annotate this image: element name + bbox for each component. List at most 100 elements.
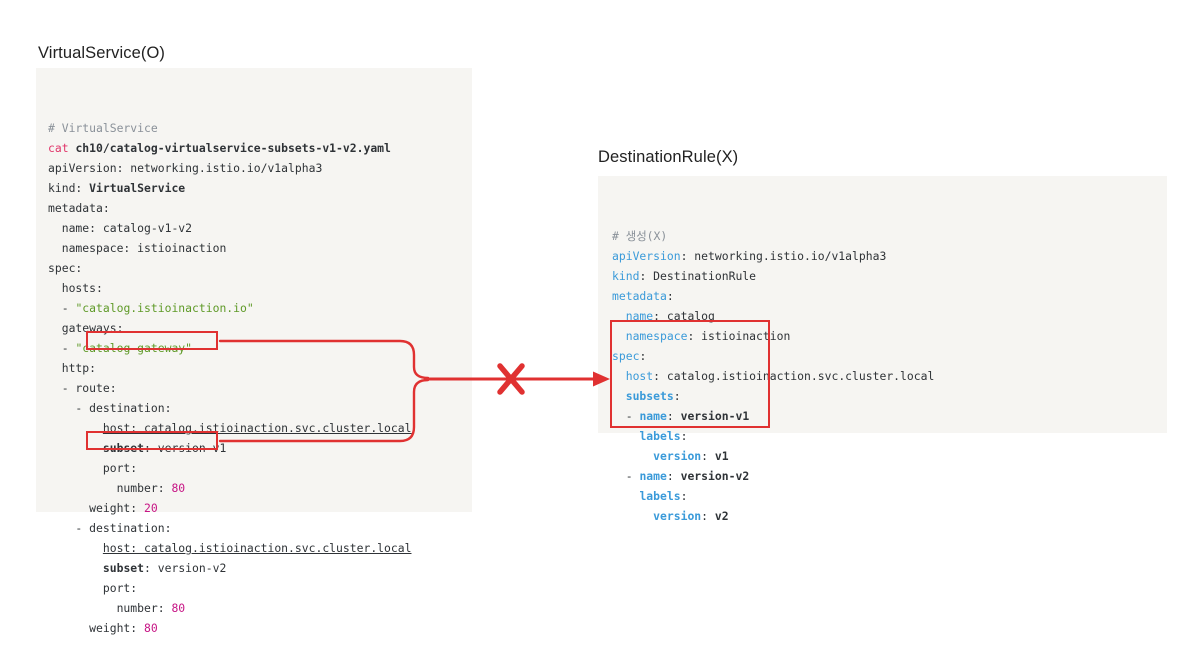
code-token: weight: xyxy=(48,501,145,515)
code-token: apiVersion: networking.istio.io/v1alpha3 xyxy=(48,161,323,175)
code-line: weight: 80 xyxy=(48,618,460,638)
code-token: kind: xyxy=(48,181,90,195)
code-line: port: xyxy=(48,458,460,478)
code-token: name: catalog-v1-v2 xyxy=(48,221,193,235)
code-token: cat xyxy=(48,141,76,155)
code-token xyxy=(612,489,639,503)
code-token: 80 xyxy=(171,601,186,615)
code-line: # 생성(X) xyxy=(612,226,1153,246)
code-token: - xyxy=(612,409,640,423)
code-token: spec xyxy=(612,349,640,363)
code-token: : DestinationRule xyxy=(639,269,757,283)
code-token: # 생성(X) xyxy=(612,229,668,243)
destinationrule-code-block: # 생성(X) apiVersion: networking.istio.io/v… xyxy=(598,176,1167,523)
code-token: 80 xyxy=(171,481,186,495)
code-line: spec: xyxy=(48,258,460,278)
code-line: - "catalog-gateway" xyxy=(48,338,460,358)
code-line: - destination: xyxy=(48,398,460,418)
code-token: "catalog-gateway" xyxy=(75,341,193,355)
code-token: version-v1 xyxy=(680,409,750,423)
code-token xyxy=(612,429,639,443)
code-line: subset: version-v2 xyxy=(48,558,460,578)
cross-mark-icon xyxy=(497,363,525,395)
code-token: metadata: xyxy=(48,201,110,215)
code-token: : xyxy=(666,289,674,303)
code-line: weight: 20 xyxy=(48,498,460,518)
code-token: - xyxy=(612,469,640,483)
code-token xyxy=(48,561,103,575)
code-token: : xyxy=(639,349,647,363)
code-token: subset xyxy=(102,561,145,575)
code-token: host: catalog.istioinaction.svc.cluster.… xyxy=(102,421,412,435)
code-token: name xyxy=(639,469,667,483)
code-line: subset: version-v1 xyxy=(48,438,460,458)
code-line: subsets: xyxy=(612,386,1153,406)
code-token: subsets xyxy=(625,389,674,403)
code-line: host: catalog.istioinaction.svc.cluster.… xyxy=(612,366,1153,386)
code-token: : networking.istio.io/v1alpha3 xyxy=(680,249,887,263)
code-line: version: v2 xyxy=(612,506,1153,526)
code-token xyxy=(612,449,653,463)
code-token: metadata xyxy=(612,289,667,303)
code-line: - route: xyxy=(48,378,460,398)
code-line: kind: DestinationRule xyxy=(612,266,1153,286)
code-token: : xyxy=(680,489,688,503)
code-token: : catalog.istioinaction.svc.cluster.loca… xyxy=(653,369,935,383)
code-token: : istioinaction xyxy=(687,329,791,343)
code-line: apiVersion: networking.istio.io/v1alpha3 xyxy=(48,158,460,178)
code-line: spec: xyxy=(612,346,1153,366)
code-line: host: catalog.istioinaction.svc.cluster.… xyxy=(48,418,460,438)
code-token: port: xyxy=(48,461,138,475)
code-token: version xyxy=(653,509,702,523)
code-token: : xyxy=(680,429,688,443)
code-line: namespace: istioinaction xyxy=(612,326,1153,346)
code-line: kind: VirtualService xyxy=(48,178,460,198)
code-token: - destination: xyxy=(48,521,172,535)
code-token: apiVersion xyxy=(612,249,681,263)
code-token: : catalog xyxy=(653,309,715,323)
code-line: # VirtualService xyxy=(48,118,460,138)
code-line: - name: version-v2 xyxy=(612,466,1153,486)
code-token: subset xyxy=(102,441,145,455)
code-token xyxy=(612,309,626,323)
code-token: : xyxy=(701,449,715,463)
code-line: version: v1 xyxy=(612,446,1153,466)
code-line: gateways: xyxy=(48,318,460,338)
code-token xyxy=(48,421,103,435)
code-line: number: 80 xyxy=(48,478,460,498)
code-line: number: 80 xyxy=(48,598,460,618)
code-token: port: xyxy=(48,581,138,595)
code-token: labels xyxy=(639,489,681,503)
code-token: spec: xyxy=(48,261,83,275)
code-token xyxy=(48,441,103,455)
code-line: - destination: xyxy=(48,518,460,538)
code-line: metadata: xyxy=(48,198,460,218)
destinationrule-code-lines: # 생성(X) apiVersion: networking.istio.io/v… xyxy=(612,226,1153,526)
code-token: hosts: xyxy=(48,281,103,295)
code-token: : xyxy=(673,389,681,403)
code-line: name: catalog-v1-v2 xyxy=(48,218,460,238)
code-token: 80 xyxy=(144,621,158,635)
code-line: apiVersion: networking.istio.io/v1alpha3 xyxy=(612,246,1153,266)
code-token: kind xyxy=(612,269,640,283)
code-line: namespace: istioinaction xyxy=(48,238,460,258)
code-token: : version-v2 xyxy=(144,561,227,575)
code-token: - xyxy=(48,301,76,315)
code-line: - "catalog.istioinaction.io" xyxy=(48,298,460,318)
code-line: - name: version-v1 xyxy=(612,406,1153,426)
code-token xyxy=(612,329,626,343)
code-token: version-v2 xyxy=(680,469,750,483)
code-token: VirtualService xyxy=(89,181,186,195)
code-token: version xyxy=(653,449,702,463)
right-panel-title: DestinationRule(X) xyxy=(598,148,739,166)
code-token: namespace: istioinaction xyxy=(48,241,227,255)
code-token: weight: xyxy=(48,621,145,635)
code-token: 20 xyxy=(144,501,158,515)
code-line: metadata: xyxy=(612,286,1153,306)
code-token: host xyxy=(625,369,654,383)
code-token: number: xyxy=(48,601,172,615)
left-panel-title: VirtualService(O) xyxy=(38,44,166,62)
code-token: : xyxy=(666,409,681,423)
code-token: host: catalog.istioinaction.svc.cluster.… xyxy=(102,541,412,555)
